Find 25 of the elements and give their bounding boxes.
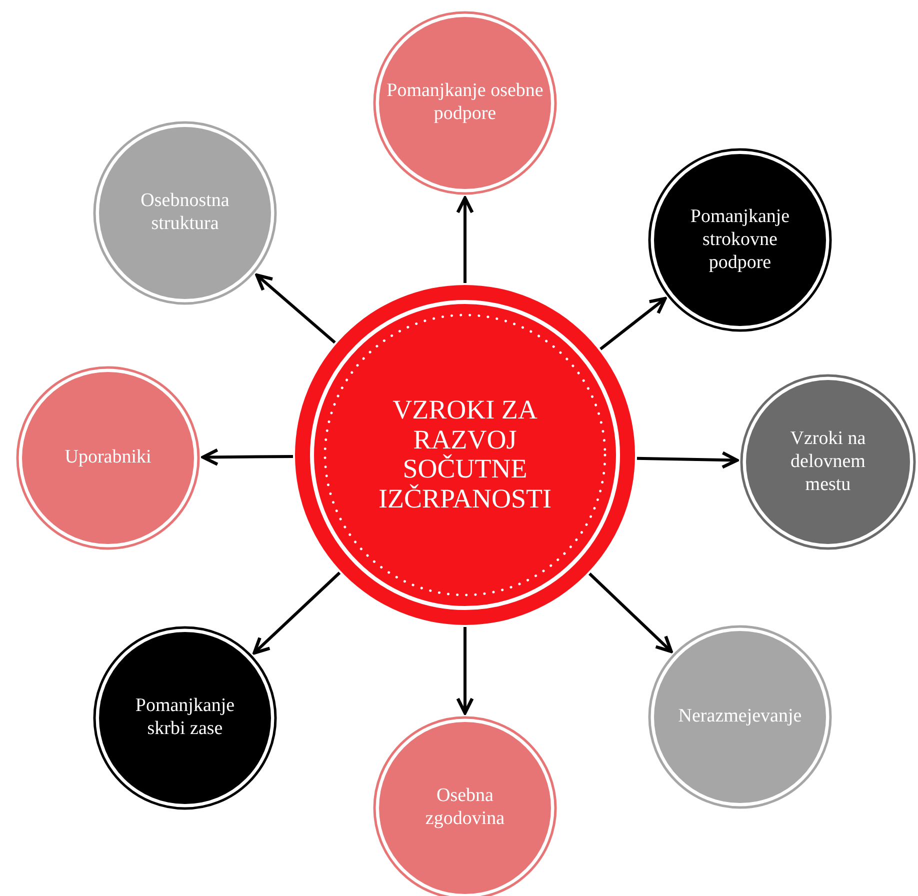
cause-circle (373, 11, 557, 195)
arrow (588, 572, 673, 654)
central-title: VZROKI ZA RAZVOJ SOČUTNE IZČRPANOSTI (377, 396, 553, 514)
arrow (456, 196, 474, 283)
cause-label: Nerazmejevanje (677, 706, 803, 728)
cause-label: Pomanjkanje strokovne podpore (689, 206, 791, 274)
arrow (456, 627, 474, 715)
central-circle (295, 285, 635, 625)
arrow (636, 451, 739, 469)
cause-circle (648, 148, 832, 332)
cause-label: Pomanjkanje osebne podpore (386, 80, 544, 126)
arrow (255, 274, 336, 344)
cause-circle (93, 121, 277, 305)
cause-circle (16, 366, 200, 550)
cause-label: Osebna zgodovina (424, 785, 506, 831)
cause-circle (740, 374, 916, 550)
cause-label: Pomanjkanje skrbi zase (134, 695, 236, 741)
cause-circle (648, 625, 832, 809)
cause-label: Uporabniki (64, 446, 152, 470)
arrow (201, 448, 294, 466)
cause-label: Osebnostna struktura (140, 190, 230, 236)
arrow (600, 296, 667, 350)
cause-label: Vzroki na delovnem mestu (789, 428, 867, 496)
cause-circle (93, 626, 277, 810)
arrow (252, 572, 341, 655)
